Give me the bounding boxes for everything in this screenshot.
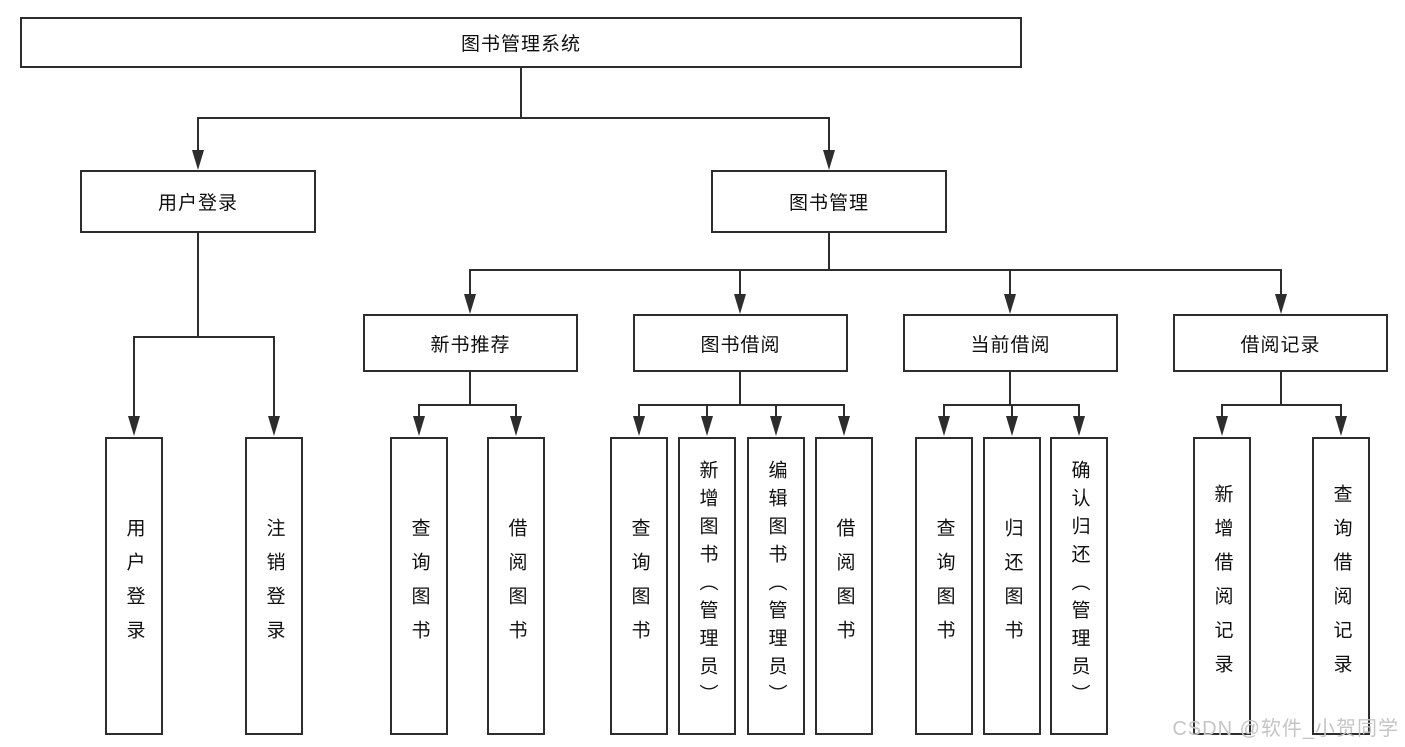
leaf-edit-books-admin-label: 编辑图书（管理员） xyxy=(765,460,787,712)
leaf-logout-label: 注销登录 xyxy=(263,518,285,654)
node-new-book-recommend: 新书推荐 xyxy=(363,314,578,372)
node-borrow-records: 借阅记录 xyxy=(1173,314,1388,372)
node-current-borrow-label: 当前借阅 xyxy=(970,334,1051,356)
leaf-add-borrow-record: 新增借阅记录 xyxy=(1193,437,1251,735)
connector-root-to-level2 xyxy=(192,68,835,170)
connector-book-mgmt-to-level3 xyxy=(464,233,1287,314)
node-borrow-records-label: 借阅记录 xyxy=(1240,334,1321,356)
leaf-borrow-books-2-label: 借阅图书 xyxy=(833,518,855,654)
leaf-borrow-books-1-label: 借阅图书 xyxy=(505,518,527,654)
leaf-return-books: 归还图书 xyxy=(983,437,1041,735)
node-new-book-recommend-label: 新书推荐 xyxy=(430,334,511,356)
leaf-query-books-3-label: 查询图书 xyxy=(933,518,955,654)
leaf-borrow-books-2: 借阅图书 xyxy=(815,437,873,735)
node-root: 图书管理系统 xyxy=(20,17,1022,68)
leaf-user-login-label: 用户登录 xyxy=(123,518,145,654)
connector-current-borrow-to-leaves xyxy=(938,372,1085,436)
leaf-add-books-admin-label: 新增图书（管理员） xyxy=(696,460,718,712)
leaf-return-books-label: 归还图书 xyxy=(1001,518,1023,654)
node-root-label: 图书管理系统 xyxy=(460,34,581,55)
leaf-add-books-admin: 新增图书（管理员） xyxy=(678,437,736,735)
leaf-query-books-2: 查询图书 xyxy=(610,437,668,735)
leaf-edit-books-admin: 编辑图书（管理员） xyxy=(747,437,805,735)
leaf-confirm-return-admin-label: 确认归还（管理员） xyxy=(1068,460,1090,712)
leaf-query-books-2-label: 查询图书 xyxy=(628,518,650,654)
leaf-query-books-3: 查询图书 xyxy=(915,437,973,735)
leaf-query-borrow-record: 查询借阅记录 xyxy=(1312,437,1370,735)
leaf-user-login: 用户登录 xyxy=(105,437,163,735)
connector-user-login-to-leaves xyxy=(128,233,280,436)
node-current-borrow: 当前借阅 xyxy=(903,314,1118,372)
connector-new-book-to-leaves xyxy=(413,372,522,436)
leaf-confirm-return-admin: 确认归还（管理员） xyxy=(1050,437,1108,735)
node-book-borrow: 图书借阅 xyxy=(633,314,848,372)
node-user-login: 用户登录 xyxy=(80,170,316,233)
leaf-query-books-1: 查询图书 xyxy=(390,437,448,735)
leaf-query-borrow-record-label: 查询借阅记录 xyxy=(1330,484,1352,688)
leaf-logout: 注销登录 xyxy=(245,437,303,735)
watermark: CSDN @软件_小贺同学 xyxy=(1172,718,1399,740)
connector-borrow-records-to-leaves xyxy=(1216,372,1347,436)
node-book-borrow-label: 图书借阅 xyxy=(700,334,781,356)
node-book-management: 图书管理 xyxy=(711,170,947,233)
leaf-add-borrow-record-label: 新增借阅记录 xyxy=(1211,484,1233,688)
node-book-management-label: 图书管理 xyxy=(788,193,869,214)
connector-book-borrow-to-leaves xyxy=(633,372,850,436)
leaf-borrow-books-1: 借阅图书 xyxy=(487,437,545,735)
node-user-login-label: 用户登录 xyxy=(157,193,238,214)
leaf-query-books-1-label: 查询图书 xyxy=(408,518,430,654)
